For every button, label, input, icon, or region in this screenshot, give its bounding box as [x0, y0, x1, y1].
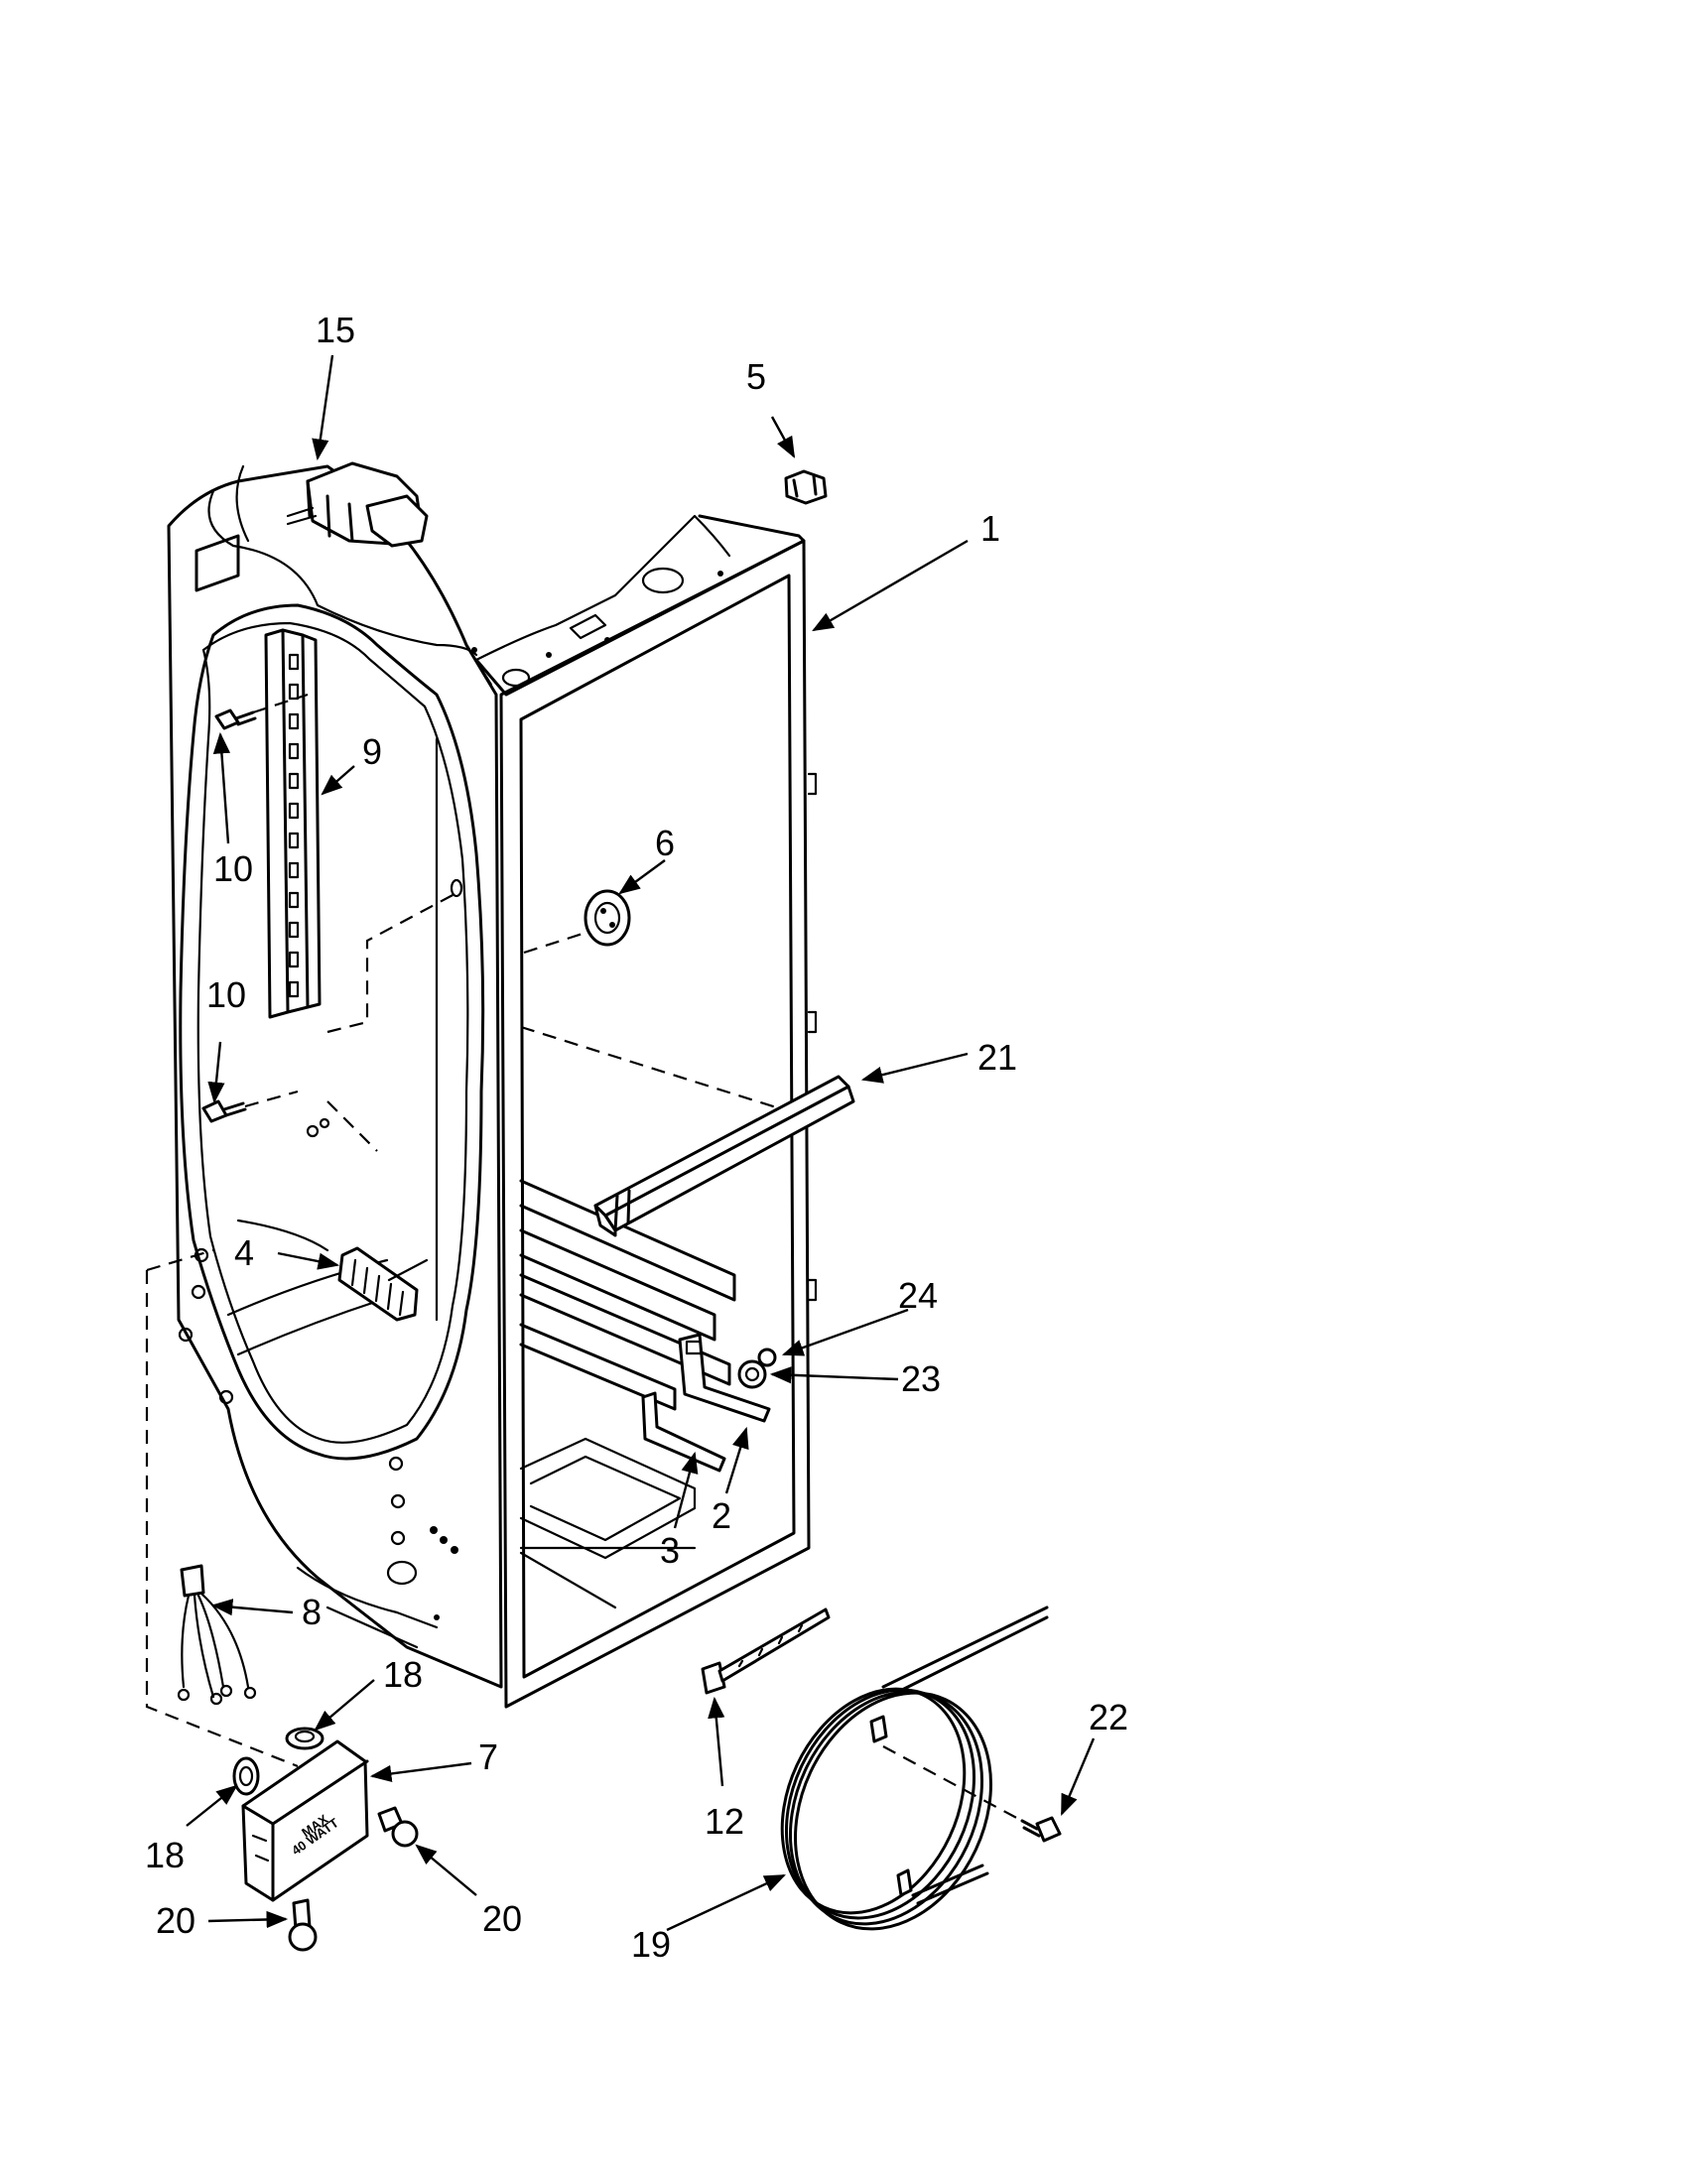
part-5-clip — [784, 469, 828, 505]
callout-10-upper: 10 — [213, 848, 253, 889]
callout-23: 23 — [901, 1358, 941, 1399]
part-6-knob — [523, 889, 631, 955]
callout-20-left: 20 — [156, 1900, 195, 1941]
callout-5: 5 — [746, 356, 766, 397]
part-4-vent — [337, 1246, 429, 1322]
rail-mount-dash — [326, 892, 457, 1034]
callout-2: 2 — [712, 1495, 731, 1536]
callout-19: 19 — [631, 1924, 671, 1965]
part-20-bulb-left — [288, 1898, 318, 1952]
wiring-dashed-path — [145, 1248, 299, 1768]
part-2-bracket — [678, 1333, 771, 1423]
callout-1: 1 — [980, 508, 1000, 549]
tubing-screw-dash — [882, 1745, 1023, 1822]
callout-12: 12 — [705, 1801, 744, 1842]
callout-8: 8 — [302, 1592, 322, 1632]
part-10-screw-lower — [201, 1090, 299, 1123]
part-7-lamp-socket: MAX 40 WATT — [241, 1739, 369, 1902]
back-wall-hole — [450, 878, 463, 898]
callout-18-upper: 18 — [383, 1654, 423, 1695]
callout-24: 24 — [898, 1275, 938, 1316]
callout-7: 7 — [478, 1736, 498, 1777]
callout-15: 15 — [316, 310, 355, 350]
part-18-clip-lower — [232, 1756, 260, 1796]
part-15-control-module — [286, 461, 429, 548]
part-8-wire-harness — [177, 1564, 257, 1706]
part-12-cable-tie — [701, 1607, 831, 1695]
part-24-nut — [757, 1348, 777, 1367]
part-20-bulb-right — [377, 1806, 419, 1848]
callout-18-lower: 18 — [145, 1835, 185, 1875]
callout-9: 9 — [362, 731, 382, 772]
part-22-screw — [1020, 1816, 1062, 1843]
part-10-screw-upper — [214, 693, 309, 730]
callout-10-lower: 10 — [206, 974, 246, 1015]
callout-22: 22 — [1089, 1697, 1128, 1737]
callout-3: 3 — [660, 1530, 680, 1571]
callout-labels: 15 5 1 9 10 10 6 21 4 24 23 2 3 8 18 7 1… — [145, 310, 1128, 1965]
rail-slots — [288, 653, 300, 998]
leader-arrows — [186, 354, 1096, 1932]
part-21-bracket — [593, 1075, 855, 1237]
part-9-rail — [264, 628, 322, 1019]
callout-21: 21 — [977, 1037, 1017, 1078]
part-3-bracket — [641, 1391, 726, 1473]
part-23-grommet — [737, 1359, 767, 1389]
lower-mount-dash — [326, 1100, 378, 1152]
callout-20-right: 20 — [482, 1898, 522, 1939]
part-19-tubing-coil — [780, 1606, 1049, 1931]
callout-4: 4 — [234, 1232, 254, 1273]
cabinet-shell — [167, 464, 818, 1709]
callout-6: 6 — [655, 823, 675, 863]
part-18-clip-upper — [285, 1727, 325, 1750]
